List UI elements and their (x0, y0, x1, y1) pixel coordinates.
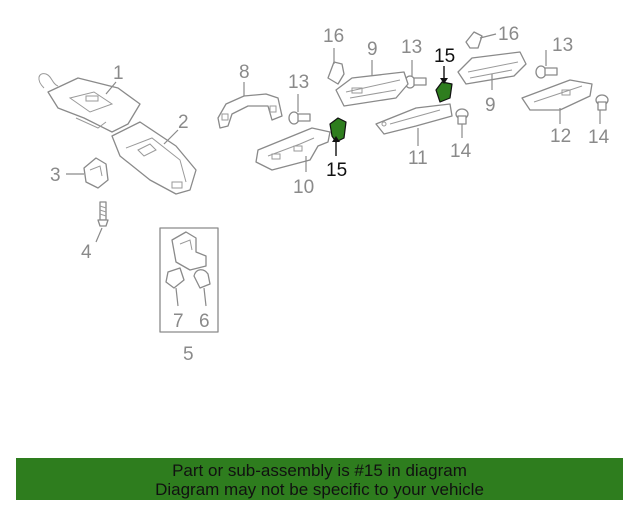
callout-1: 1 (113, 63, 124, 84)
callout-8: 8 (239, 62, 250, 83)
callout-4: 4 (81, 242, 92, 263)
handle-base-9a-part (335, 71, 409, 107)
clip-16b-part (465, 31, 483, 49)
screw-13b-part (404, 75, 427, 89)
screw-13c-part (535, 65, 558, 79)
callout-16a: 16 (323, 26, 344, 47)
bracket-10-part (255, 127, 331, 171)
callout-9b: 9 (485, 95, 496, 116)
callout-15a: 15 (326, 160, 347, 181)
clip-16a-part (327, 61, 345, 85)
notice-banner: Part or sub-assembly is #15 in diagram D… (16, 458, 623, 500)
clip-14b-part (595, 94, 609, 111)
callout-13b: 13 (401, 37, 422, 58)
visor-panel-part (111, 121, 197, 195)
callout-3: 3 (50, 165, 61, 186)
screw-4-part (97, 201, 109, 227)
callout-5: 5 (183, 344, 194, 365)
callout-9a: 9 (367, 39, 378, 60)
lamp-assembly-box (159, 227, 219, 333)
screw-13a-part (288, 111, 311, 125)
callout-16b: 16 (498, 24, 519, 45)
callout-7: 7 (173, 311, 184, 332)
parts-diagram: 1 2 3 4 5 6 7 8 9 9 10 11 12 13 13 13 14… (38, 24, 610, 365)
handle-base-9b-part (457, 51, 527, 85)
banner-line-2: Diagram may not be specific to your vehi… (155, 480, 484, 499)
bracket-11-part (375, 103, 453, 135)
callout-13c: 13 (552, 35, 573, 56)
banner-line-1: Part or sub-assembly is #15 in diagram (172, 461, 467, 480)
leader-lines (66, 33, 601, 307)
callout-10: 10 (293, 177, 314, 198)
visor-clip-part (83, 157, 109, 189)
callout-15b: 15 (434, 46, 455, 67)
callout-11: 11 (408, 148, 428, 169)
callout-13a: 13 (288, 72, 309, 93)
callout-2: 2 (178, 112, 189, 133)
highlighted-clip-15b-part (435, 81, 453, 103)
highlighted-clip-15a-part (329, 117, 347, 143)
callout-12: 12 (550, 126, 571, 147)
clip-14a-part (455, 108, 469, 125)
callout-6: 6 (199, 311, 210, 332)
grab-handle-part (217, 93, 283, 129)
callout-14b: 14 (588, 127, 610, 148)
sun-visor-part (38, 73, 141, 133)
callout-14a: 14 (450, 141, 472, 162)
bracket-12-part (521, 79, 593, 111)
